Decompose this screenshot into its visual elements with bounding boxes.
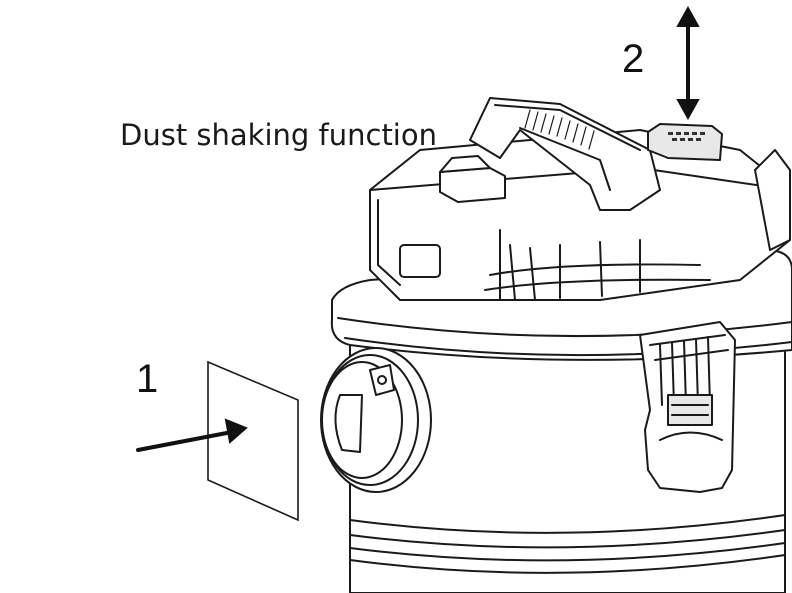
callout-2-label: 2 [622, 37, 645, 81]
vacuum-body [320, 97, 792, 593]
carry-handle [469, 97, 661, 211]
up-down-arrow [676, 5, 700, 121]
filter-plate [207, 360, 299, 522]
power-switch [439, 167, 506, 203]
dust-shake-button [647, 123, 723, 161]
diagram-caption: Dust shaking function [120, 118, 437, 152]
tank-band [349, 514, 786, 534]
push-arrow [136, 418, 248, 452]
callout-1-label: 1 [136, 357, 159, 401]
